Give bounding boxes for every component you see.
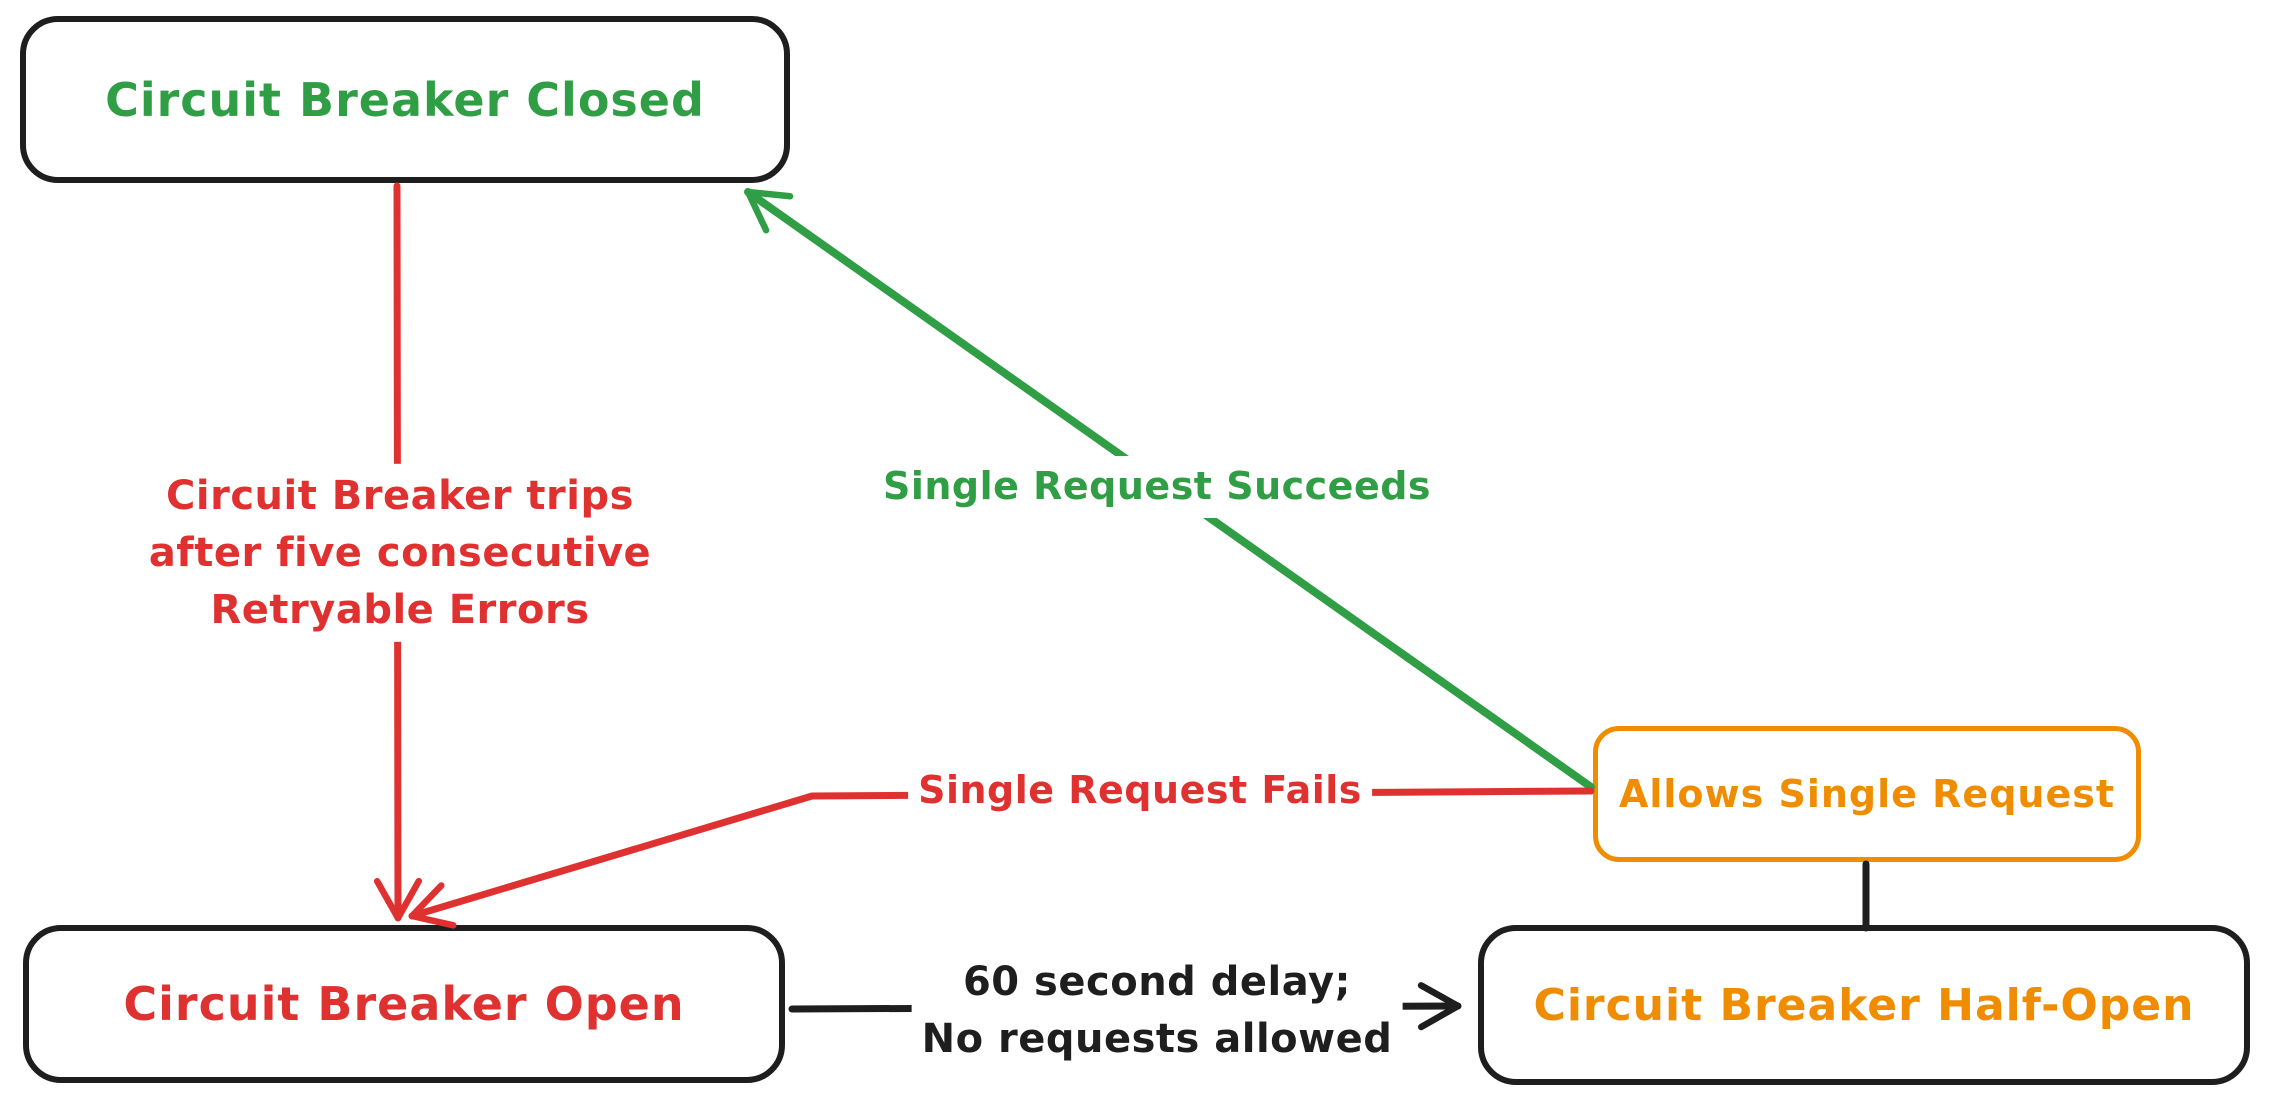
node-allows-label: Allows Single Request [1618, 772, 2116, 816]
node-circuit-breaker-closed: Circuit Breaker Closed [20, 16, 790, 183]
edge-label-fails-text: Single Request Fails [918, 768, 1362, 813]
edge-label-trips-line2: after five consecutive [148, 529, 652, 576]
node-circuit-breaker-half-open: Circuit Breaker Half-Open [1478, 925, 2250, 1085]
edge-label-succeeds-text: Single Request Succeeds [882, 464, 1432, 509]
node-closed-label: Circuit Breaker Closed [105, 72, 705, 127]
edge-label-trips: Circuit Breaker trips after five consecu… [138, 463, 662, 643]
edge-label-delay-line1: 60 second delay; [962, 959, 1352, 1006]
edge-label-trips-line3: Retryable Errors [210, 586, 590, 633]
edge-label-delay: 60 second delay; No requests allowed [911, 950, 1403, 1072]
node-half-open-label: Circuit Breaker Half-Open [1533, 979, 2195, 1031]
node-open-label: Circuit Breaker Open [123, 977, 685, 1031]
edge-label-delay-line2: No requests allowed [921, 1016, 1393, 1062]
edge-label-fails: Single Request Fails [908, 760, 1372, 822]
edge-label-succeeds: Single Request Succeeds [872, 456, 1442, 518]
node-allows-single-request: Allows Single Request [1593, 726, 2141, 862]
edge-label-trips-line1: Circuit Breaker trips [166, 472, 634, 519]
node-circuit-breaker-open: Circuit Breaker Open [23, 925, 785, 1083]
